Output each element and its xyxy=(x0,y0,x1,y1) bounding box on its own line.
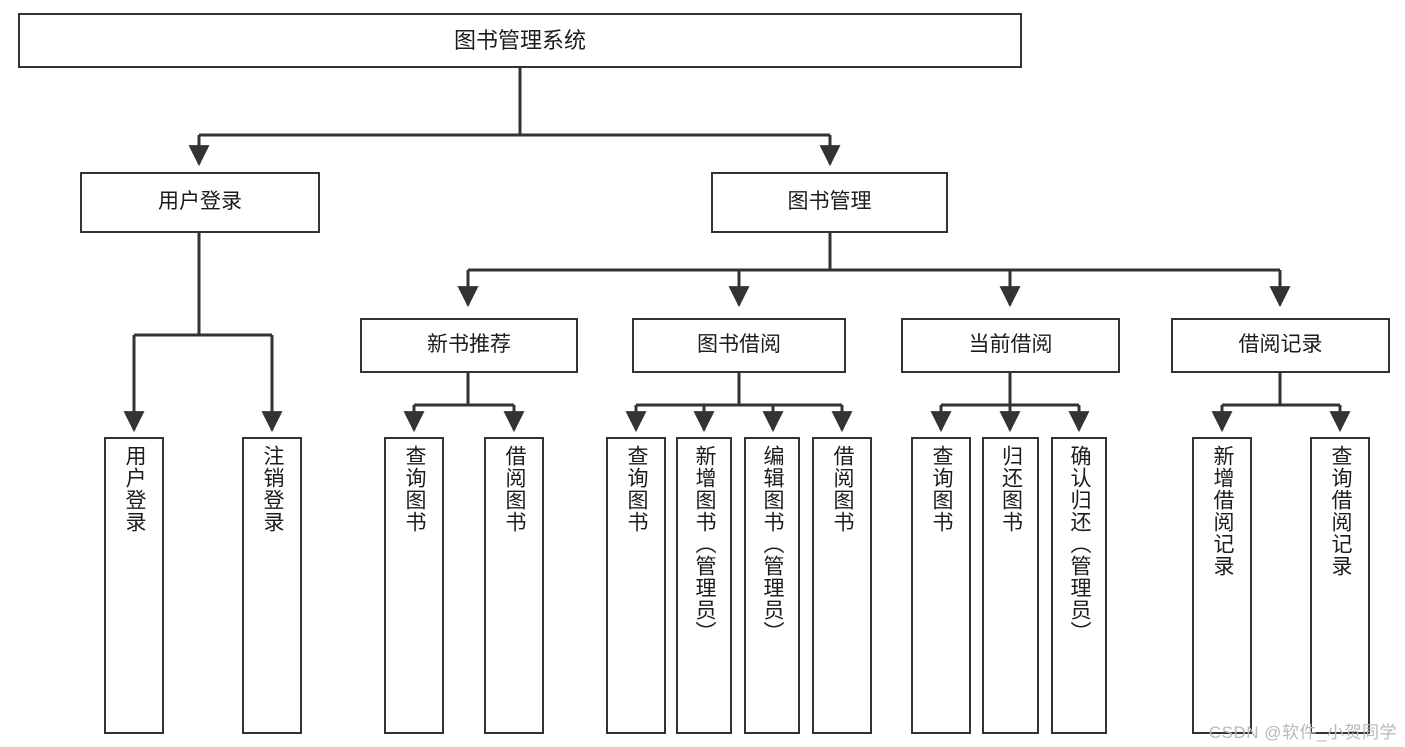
node-borrowing-record[interactable]: 借阅记录 xyxy=(1171,318,1390,373)
node-label: 用户登录 xyxy=(158,190,242,214)
node-label: 当前借阅 xyxy=(968,333,1053,357)
node-new-book-recommendation[interactable]: 新书推荐 xyxy=(360,318,578,373)
node-label: 图书管理系统 xyxy=(453,27,586,53)
node-leaf-edit-book-admin[interactable]: 编辑图书（管理员） xyxy=(744,437,800,734)
node-leaf-confirm-return-admin[interactable]: 确认归还（管理员） xyxy=(1051,437,1107,734)
node-label: 新书推荐 xyxy=(427,333,511,357)
node-label: 借阅记录 xyxy=(1238,333,1323,357)
node-book-borrowing[interactable]: 图书借阅 xyxy=(632,318,846,373)
node-leaf-return-book[interactable]: 归还图书 xyxy=(982,437,1039,734)
node-label: 查询图书 xyxy=(403,445,427,533)
node-leaf-user-login[interactable]: 用户登录 xyxy=(104,437,164,734)
node-leaf-add-book-admin[interactable]: 新增图书（管理员） xyxy=(676,437,732,734)
node-label: 用户登录 xyxy=(123,445,147,533)
node-book-management[interactable]: 图书管理 xyxy=(711,172,948,233)
node-label: 图书管理 xyxy=(787,190,872,214)
node-leaf-add-borrow-record[interactable]: 新增借阅记录 xyxy=(1192,437,1252,734)
node-label: 借阅图书 xyxy=(503,445,527,533)
node-label: 借阅图书 xyxy=(831,445,855,533)
node-label: 图书借阅 xyxy=(697,333,781,357)
node-user-login[interactable]: 用户登录 xyxy=(80,172,320,233)
node-leaf-query-book-current[interactable]: 查询图书 xyxy=(911,437,971,734)
node-label: 查询借阅记录 xyxy=(1329,445,1353,577)
node-label: 新增图书（管理员） xyxy=(693,445,717,643)
node-leaf-query-book[interactable]: 查询图书 xyxy=(606,437,666,734)
node-label: 确认归还（管理员） xyxy=(1068,445,1092,643)
node-leaf-query-book-new[interactable]: 查询图书 xyxy=(384,437,444,734)
node-current-borrowing[interactable]: 当前借阅 xyxy=(901,318,1120,373)
node-label: 查询图书 xyxy=(930,445,954,533)
node-leaf-borrow-book[interactable]: 借阅图书 xyxy=(812,437,872,734)
node-leaf-borrow-book-new[interactable]: 借阅图书 xyxy=(484,437,544,734)
watermark-text: CSDN @软件_小贺同学 xyxy=(1208,723,1397,742)
node-label: 新增借阅记录 xyxy=(1211,445,1235,577)
node-leaf-query-borrow-record[interactable]: 查询借阅记录 xyxy=(1310,437,1370,734)
node-label: 归还图书 xyxy=(999,445,1023,533)
node-label: 编辑图书（管理员） xyxy=(761,445,785,643)
node-label: 注销登录 xyxy=(261,445,285,533)
node-leaf-logout[interactable]: 注销登录 xyxy=(242,437,302,734)
node-root-book-management-system[interactable]: 图书管理系统 xyxy=(18,13,1022,68)
node-label: 查询图书 xyxy=(625,445,649,533)
